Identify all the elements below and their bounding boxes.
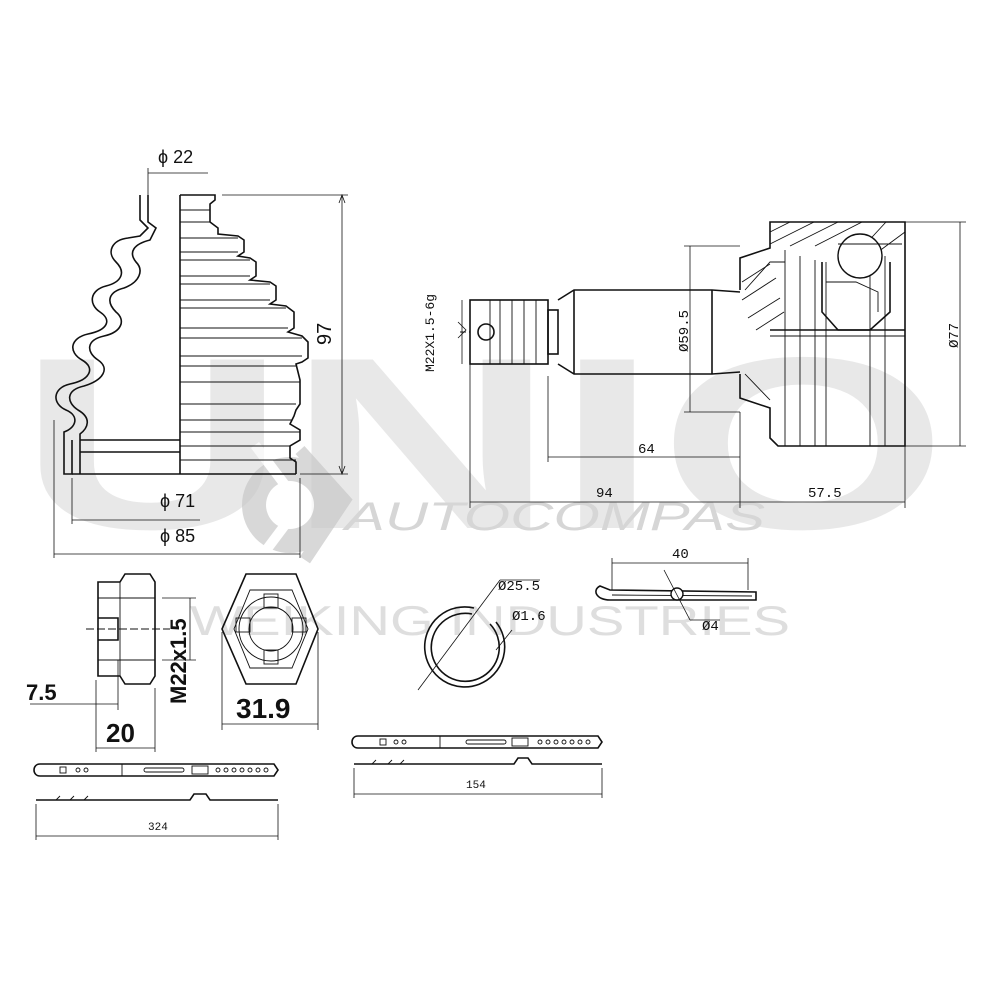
length-94: 94 [596,486,613,502]
boot-ribs [180,209,302,461]
boot-outer-profile [55,195,150,475]
ring-diameter: Ø25.5 [498,579,540,595]
clamp-big-band [33,763,279,777]
nut-side-view [97,573,156,685]
pin-section-icon [670,587,684,601]
spline-shaft [557,289,741,375]
boot-outer-diameter: ϕ 85 [160,526,195,546]
boot-inner-profile [68,195,158,474]
boot-inner-diameter: ϕ 71 [160,491,195,511]
watermark-subtitle: WEIKING INDUSTRIES [190,597,790,644]
boot-right-half [180,194,309,474]
joint-dimensions [457,221,966,508]
cotter-pin-drawing: 40 Ø4 [595,547,757,635]
nut-height: 20 [106,718,135,748]
snap-ring-outer [423,606,506,688]
castle-nut-drawing: 7.5 20 M22x1.5 31.9 [26,573,319,752]
boot-height: 97 [314,323,336,345]
cv-boot-drawing: ϕ 22 97 ϕ 71 ϕ 85 [53,147,348,558]
nut-slot-width: 7.5 [26,680,57,705]
watermark-brand: UNIO [18,306,948,580]
nut-thread: M22x1.5 [166,618,191,704]
pin-diameter: Ø4 [702,619,719,635]
ball-icon [837,233,883,279]
thread-spec: M22X1.5-6g [423,294,438,372]
clamp-small-band [351,735,603,749]
ring-wire-diameter: Ø1.6 [512,609,546,625]
clamp-small-drawing: 154 [351,735,603,798]
shaft-diameter: Ø59.5 [677,310,693,352]
clamp-big-length: 324 [148,822,168,834]
housing-grooves [784,250,886,446]
pin-length: 40 [672,547,689,563]
gear-logo-icon [242,442,353,568]
nut-hex-view [221,573,319,685]
boot-dimensions [53,168,348,558]
nut-hex-size: 31.9 [236,693,291,724]
clamp-small-length: 154 [466,780,486,792]
boot-neck-diameter: ϕ 22 [158,147,193,167]
length-57-5: 57.5 [808,486,842,502]
snap-ring-drawing: Ø25.5 Ø1.6 [417,579,546,691]
clamp-big-drawing: 324 [33,763,279,840]
cotter-pin [595,585,757,601]
cotter-hole-icon [477,323,495,341]
cv-joint-drawing: M22X1.5-6g Ø59.5 Ø77 64 94 57.5 [423,221,966,508]
inner-race [821,262,891,331]
watermark: UNIO WEIKING INDUSTRIES AUTOCOMPAS [18,306,948,644]
length-64: 64 [638,442,655,458]
housing-diameter: Ø77 [947,323,963,348]
